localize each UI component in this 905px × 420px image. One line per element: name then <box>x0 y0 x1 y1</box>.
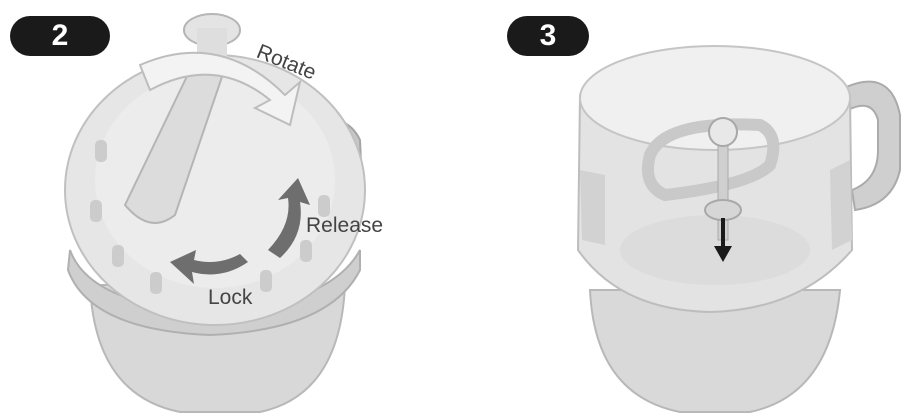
step-number-badge: 2 <box>10 16 110 56</box>
release-label: Release <box>306 214 383 238</box>
blender-lid-rotate-illustration <box>0 0 450 420</box>
blender-bowl-whisk-illustration <box>460 0 905 420</box>
lock-label: Lock <box>208 286 252 310</box>
step-number-badge: 3 <box>507 16 589 56</box>
